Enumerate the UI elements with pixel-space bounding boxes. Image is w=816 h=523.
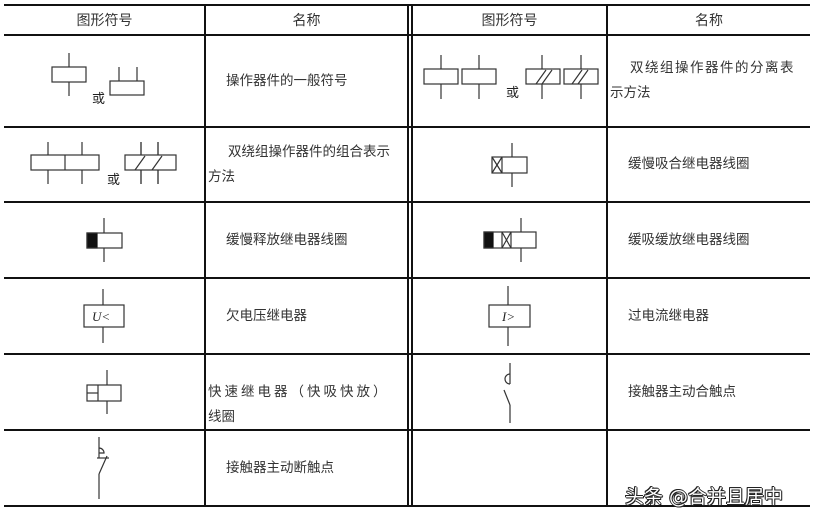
slow-operate-coil-icon [490,142,528,187]
header-left-symbol: 图形符号 [76,12,133,29]
header-left-name: 名称 [292,12,321,29]
slow-release-coil-icon [85,218,123,262]
coil-general-icon: 或 [50,53,145,106]
dual-winding-combined-icon: 或 [29,141,177,187]
name-contactor-main-break-contact: 接触器主动断触点 [226,459,334,476]
overcurrent-relay-icon: I> [487,286,531,346]
undervoltage-relay-icon: U< [82,289,125,343]
name-dual-winding-separate: 双绕组操作器件的分离表 示方法 [610,60,795,101]
header-right-name: 名称 [695,12,723,29]
name-slow-operate-relay-coil: 缓慢吸合继电器线圈 [628,156,750,172]
name-contactor-main-make-contact: 接触器主动合触点 [628,383,736,400]
symbol-slow-operate-relay-coil [413,128,606,201]
symbol-undervoltage-relay: U< [5,279,204,353]
slow-operate-slow-release-coil-icon [482,218,537,262]
name-operating-device-general: 操作器件的一般符号 [226,72,348,89]
or-label: 或 [107,172,120,187]
overcurrent-label: I> [501,309,515,324]
center-double-divider-a [407,4,409,507]
name-undervoltage-relay: 欠电压继电器 [226,307,307,324]
undervoltage-label: U< [92,309,110,324]
name-slow-operate-slow-release-relay-coil: 缓吸缓放继电器线圈 [628,231,750,248]
symbol-overcurrent-relay: I> [413,279,606,353]
or-label: 或 [92,91,105,106]
name-fast-relay-coil: 快速继电器（快吸快放） 线圈 [208,383,390,425]
or-label: 或 [506,85,519,100]
watermark: 头条 @合并且居中 [625,486,784,508]
break-contact-icon [96,437,109,499]
symbol-dual-winding-separate: 或 [413,36,606,126]
column-divider [606,4,608,507]
symbol-slow-release-relay-coil [5,203,204,277]
header-right-symbol: 图形符号 [481,12,538,29]
empty-symbol-cell [413,431,606,505]
dual-winding-separate-icon: 或 [422,55,599,100]
fast-relay-coil-icon [85,370,122,414]
symbol-dual-winding-combined: 或 [5,128,204,201]
center-double-divider-b [411,4,413,507]
symbol-operating-device-general: 或 [5,36,204,126]
symbol-contactor-main-break-contact [5,431,204,505]
column-divider [204,4,206,507]
symbol-fast-relay-coil [5,355,204,429]
name-dual-winding-combined: 双绕组操作器件的组合表示 方法 [208,143,390,185]
symbol-contactor-main-make-contact [413,355,606,429]
symbol-slow-operate-slow-release-relay-coil [413,203,606,277]
name-slow-release-relay-coil: 缓慢释放继电器线圈 [226,231,348,248]
name-overcurrent-relay: 过电流继电器 [628,307,709,324]
make-contact-icon [502,363,511,423]
